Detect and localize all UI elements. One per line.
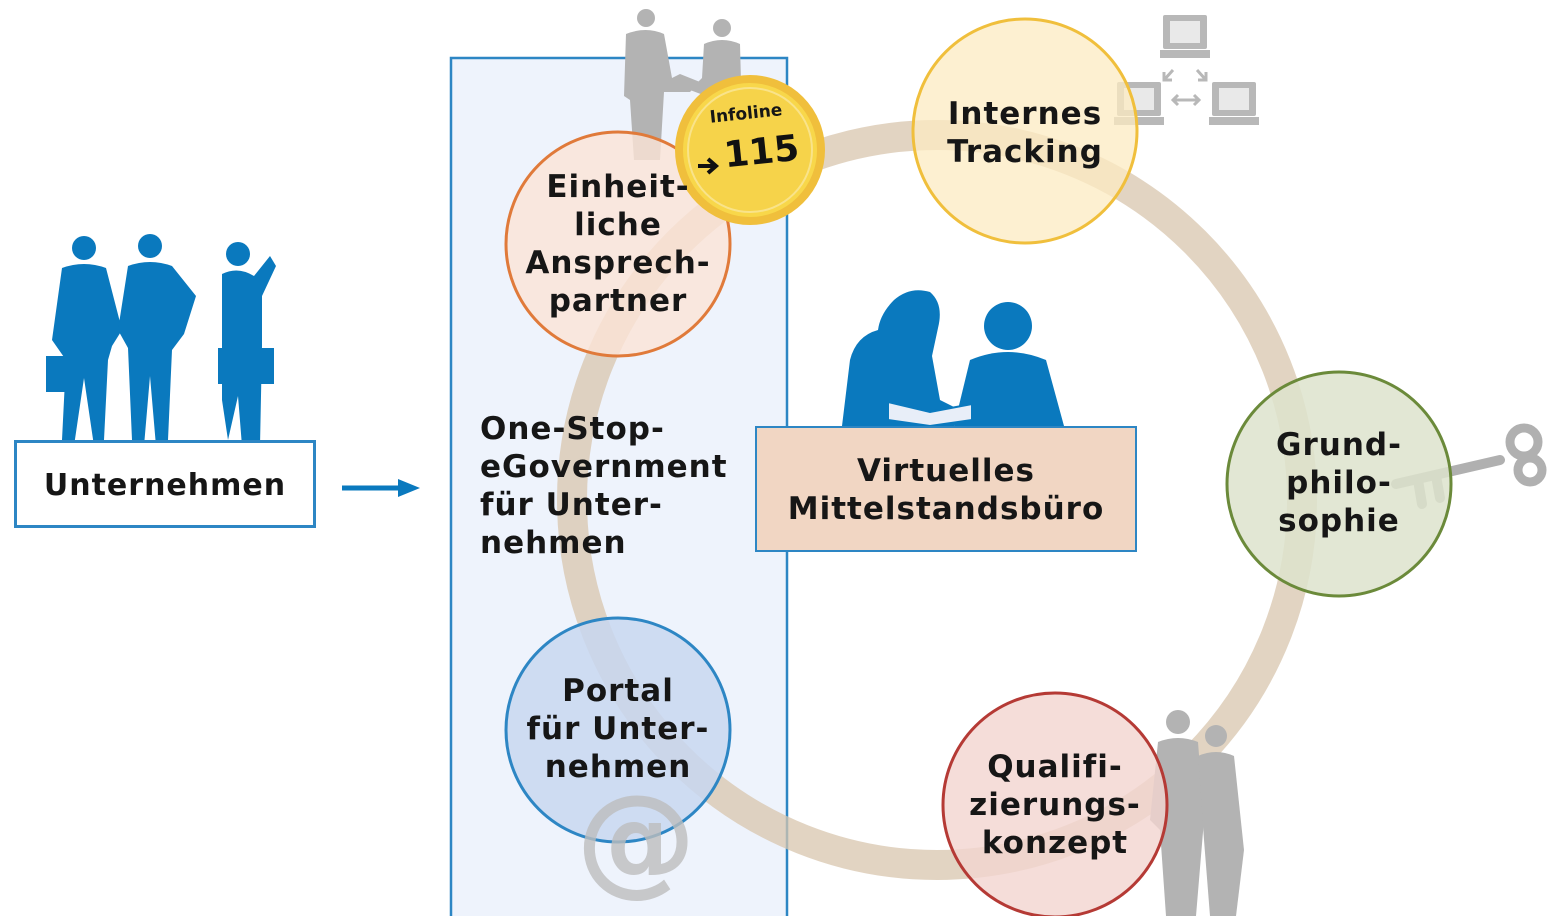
tracking-label: Internes Tracking	[947, 96, 1103, 170]
portal-circle	[504, 616, 732, 844]
unternehmen-box: Unternehmen	[14, 440, 316, 528]
panel-title: One-Stop- eGovernment für Unter- nehmen	[480, 411, 728, 561]
grundphilosophie-circle	[1225, 370, 1453, 598]
tracking-circle	[911, 17, 1139, 245]
qualifizierung-circle	[941, 691, 1169, 916]
businesspeople-icon	[46, 234, 276, 446]
at-sign-icon: @	[576, 770, 696, 909]
portal-label: Portal für Unter- nehmen	[526, 673, 710, 785]
unternehmen-label: Unternehmen	[43, 468, 287, 503]
ansprechpartner-circle	[504, 130, 732, 358]
mittelstandsbuero-box: Virtuelles Mittelstandsbüro	[755, 426, 1137, 552]
ansprechpartner-label: Einheit- liche Ansprech- partner	[525, 169, 711, 319]
meeting-people-icon	[842, 290, 1064, 428]
infoline-badge	[675, 75, 825, 225]
arrow-right-icon	[342, 479, 420, 497]
mittelstandsbuero-label: Virtuelles Mittelstandsbüro	[787, 453, 1105, 527]
qualifizierung-label: Qualifi- zierungs- konzept	[969, 749, 1141, 861]
grundphilosophie-label: Grund- philo- sophie	[1276, 427, 1402, 539]
